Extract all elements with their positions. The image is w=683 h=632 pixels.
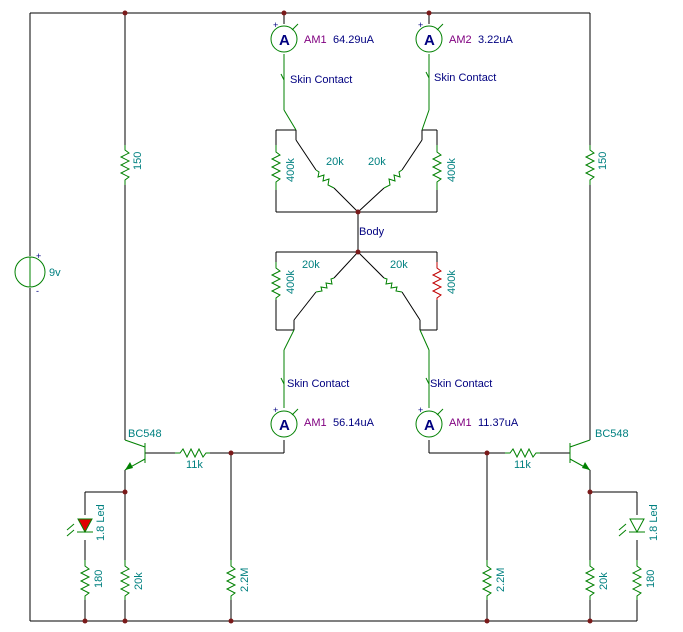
switch-skin-contact-top-left[interactable]: Skin Contact xyxy=(280,73,352,131)
transistor-bc548-right: BC548 xyxy=(569,428,629,471)
resistor-20k-bottom-right-emitter: 20k xyxy=(584,560,610,600)
svg-text:+: + xyxy=(418,20,423,30)
resistor-11k-right: 11k xyxy=(505,447,540,471)
ammeter-symbol: A xyxy=(424,417,435,434)
resistor-value: 20k xyxy=(133,572,145,590)
resistor-value: 11k xyxy=(186,459,203,471)
resistor-20k-bottom-left: 20k xyxy=(302,259,335,293)
switch-label: Skin Contact xyxy=(287,378,349,390)
ammeter-reading: 11.37uA xyxy=(478,417,519,429)
resistor-value: 400k xyxy=(285,270,297,294)
ammeter-name: AM2 xyxy=(449,34,472,46)
transistor-label: BC548 xyxy=(595,428,629,440)
resistor-400k-bottom-left: 400k xyxy=(270,262,297,300)
transistor-bc548-left: BC548 xyxy=(124,428,162,471)
ammeter-symbol: A xyxy=(279,32,290,49)
resistor-value: 180 xyxy=(645,570,657,588)
resistor-150-left: 150 xyxy=(119,145,144,185)
resistor-150-right: 150 xyxy=(584,145,609,185)
resistor-180-left: 180 xyxy=(79,560,105,600)
resistor-value: 20k xyxy=(598,572,610,590)
battery-voltage-label: 9v xyxy=(49,267,61,279)
body-node-label: Body xyxy=(359,226,385,238)
resistor-400k-top-right: 400k xyxy=(431,145,458,190)
resistor-value: 150 xyxy=(597,152,609,170)
switch-skin-contact-top-right[interactable]: Skin Contact xyxy=(421,71,496,131)
resistor-value: 20k xyxy=(368,156,386,168)
led-left-red: 1.8 Led xyxy=(66,504,107,541)
resistor-value: 150 xyxy=(132,152,144,170)
resistor-value: 2.2M xyxy=(239,568,251,592)
resistor-value: 400k xyxy=(285,158,297,182)
ammeter-symbol: A xyxy=(279,417,290,434)
svg-text:+: + xyxy=(418,405,423,415)
resistor-value: 20k xyxy=(326,156,344,168)
ammeter-name: AM1 xyxy=(304,417,327,429)
ammeter-top-left: + A AM1 64.29uA xyxy=(270,20,375,53)
ammeter-symbol: A xyxy=(424,32,435,49)
ammeter-reading: 56.14uA xyxy=(333,417,375,429)
resistor-20k-top-right: 20k xyxy=(368,156,403,189)
resistor-value: 20k xyxy=(302,259,320,271)
resistor-2-2m-left: 2.2M xyxy=(225,560,251,600)
switch-label: Skin Contact xyxy=(430,378,492,390)
led-label: 1.8 Led xyxy=(95,504,107,541)
switch-label: Skin Contact xyxy=(434,72,496,84)
ammeter-name: AM1 xyxy=(304,34,327,46)
resistor-400k-top-left: 400k xyxy=(270,145,297,190)
resistor-value: 180 xyxy=(93,570,105,588)
junctions xyxy=(82,10,593,624)
resistor-20k-top-left: 20k xyxy=(315,156,344,189)
resistor-value: 2.2M xyxy=(495,568,507,592)
wires xyxy=(29,12,638,622)
battery-plus-label: + xyxy=(36,251,41,261)
led-right: 1.8 Led xyxy=(618,504,660,541)
ammeter-name: AM1 xyxy=(449,417,472,429)
switch-label: Skin Contact xyxy=(290,74,352,86)
resistor-value: 11k xyxy=(514,459,531,471)
ammeter-top-right: + A AM2 3.22uA xyxy=(415,20,514,53)
battery-9v: + - 9v xyxy=(14,251,61,296)
svg-text:+: + xyxy=(273,20,278,30)
resistor-180-right: 180 xyxy=(631,560,657,600)
ammeter-bottom-right: + A AM1 11.37uA xyxy=(415,405,519,438)
switch-skin-contact-bottom-right[interactable]: Skin Contact xyxy=(419,329,492,390)
svg-text:+: + xyxy=(273,405,278,415)
transistor-label: BC548 xyxy=(128,428,162,440)
resistor-20k-bottom-left-emitter: 20k xyxy=(119,560,145,600)
battery-minus-label: - xyxy=(36,286,39,296)
resistor-2-2m-right: 2.2M xyxy=(481,560,507,600)
resistor-400k-bottom-right: 400k xyxy=(431,262,458,300)
ammeter-reading: 3.22uA xyxy=(478,34,514,46)
resistor-value: 20k xyxy=(390,259,408,271)
led-label: 1.8 Led xyxy=(648,504,660,541)
ammeter-reading: 64.29uA xyxy=(333,34,375,46)
ammeter-bottom-left: + A AM1 56.14uA xyxy=(270,405,375,438)
resistor-value: 400k xyxy=(446,158,458,182)
resistor-11k-left: 11k xyxy=(175,447,210,471)
resistor-20k-bottom-right: 20k xyxy=(383,259,408,293)
switch-skin-contact-bottom-left[interactable]: Skin Contact xyxy=(280,329,349,390)
resistor-value: 400k xyxy=(446,270,458,294)
